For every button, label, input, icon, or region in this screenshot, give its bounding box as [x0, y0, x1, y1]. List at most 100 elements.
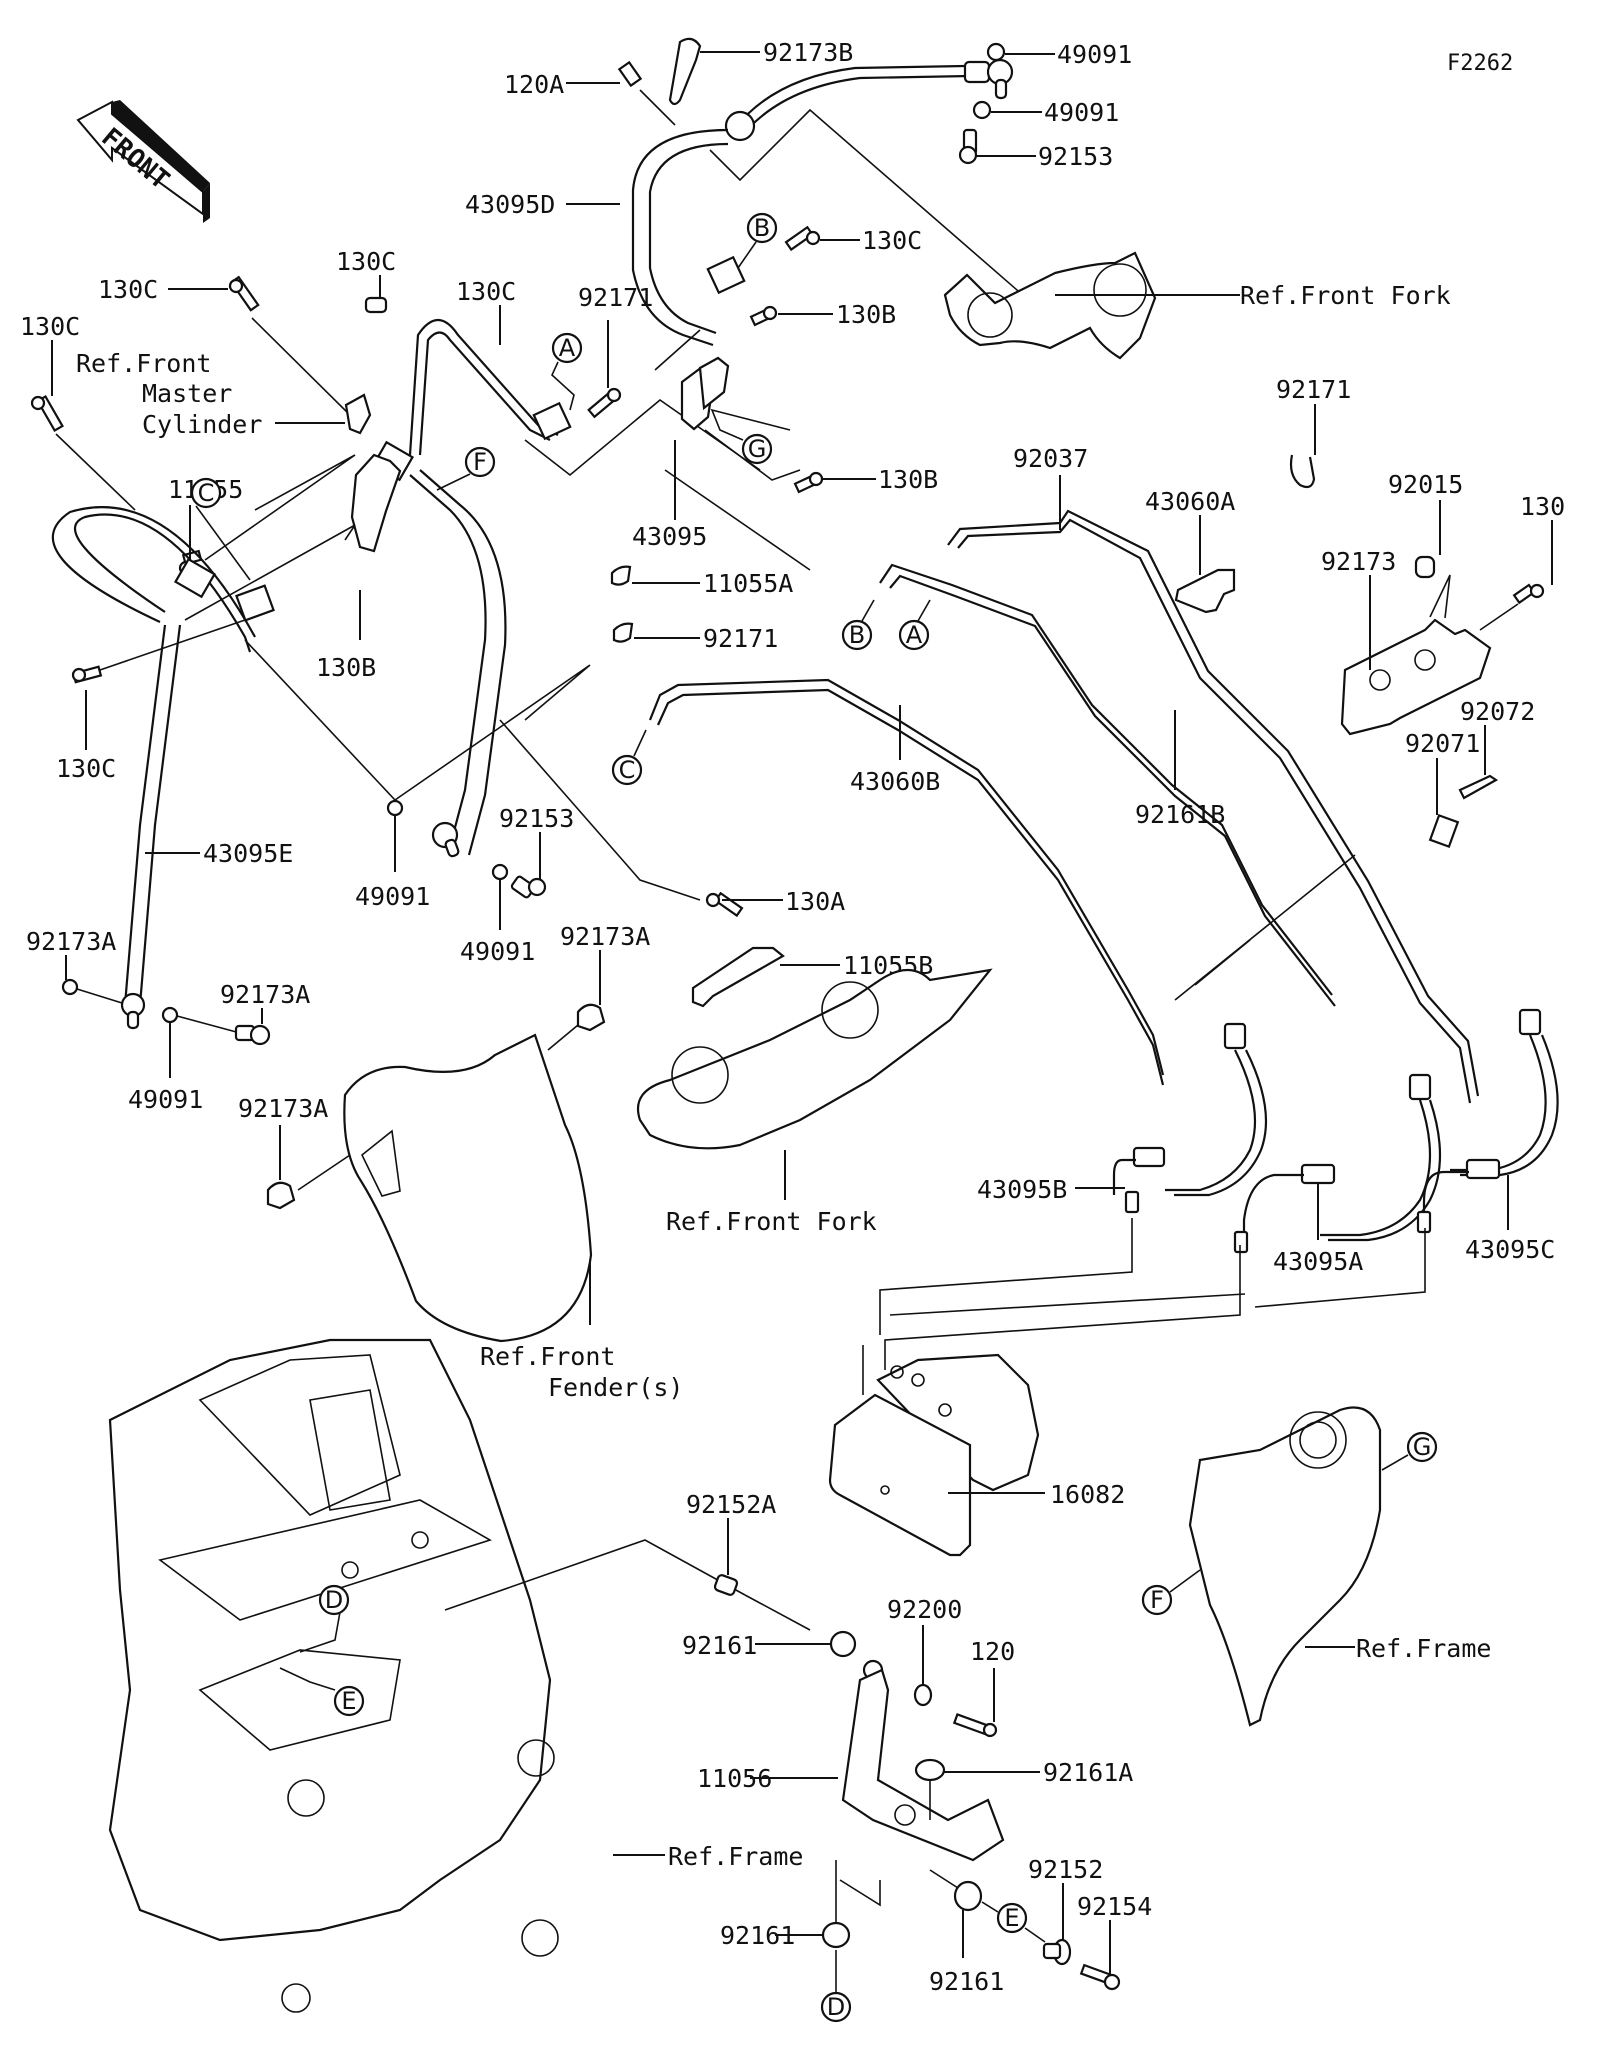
grommet-92161-lower-right: 92161	[929, 1869, 1004, 1996]
svg-text:Ref.Front: Ref.Front	[480, 1342, 615, 1371]
part-label-92161-c: 92161	[929, 1967, 1004, 1996]
tag-92071	[1428, 813, 1460, 849]
marker-F2	[1141, 1584, 1173, 1616]
banjo-bolt-92153-mid: 92153	[499, 804, 574, 899]
part-label-92152: 92152	[1028, 1855, 1103, 1884]
part-label-92161-a: 92161	[682, 1631, 757, 1660]
part-label-43060A: 92037	[1013, 444, 1088, 473]
svg-text:Master: Master	[142, 379, 232, 408]
part-label-130: 130	[1520, 492, 1565, 521]
marker-B1	[746, 212, 778, 244]
part-label-130B-a: 130B	[836, 300, 896, 329]
marker-F1	[464, 446, 496, 478]
part-label-130B-b: 130B	[878, 465, 938, 494]
clamp-plate-92173: 92173	[1321, 547, 1492, 736]
part-label-92173B: 92173B	[763, 38, 853, 67]
marker-D1	[318, 1584, 350, 1616]
part-label-130C-c: 130C	[20, 312, 80, 341]
clamp-92173A-upper: 92173A	[547, 922, 650, 1051]
ref-frame-left: Ref.Frame	[668, 1842, 803, 1871]
part-label-92173A-b: 92173A	[238, 1094, 328, 1123]
svg-text:A: A	[559, 334, 576, 362]
washer-49091-mid-left	[386, 799, 404, 817]
marker-G2	[1406, 1431, 1438, 1463]
part-label-130C-e: 130C	[56, 754, 116, 783]
clamp-92173A-lower: 92173A	[238, 1094, 351, 1210]
svg-text:Cylinder: Cylinder	[142, 410, 262, 439]
part-label-92161B: 43060A	[1145, 487, 1235, 516]
hose-43095E: 43095E	[51, 506, 293, 1006]
part-label-92200: 92200	[887, 1595, 962, 1624]
marker-A1	[551, 332, 583, 364]
pipe-43060A: 92037	[947, 444, 1480, 1104]
block-92161B	[1174, 568, 1236, 614]
washer-49091-left-2	[161, 1006, 179, 1024]
banjo-bolt-92153-left: 92173A	[220, 980, 310, 1046]
front-fork-upper-bracket: Ref.Front Fork	[943, 251, 1451, 360]
bolt-130C-left-lower: 130C	[56, 619, 246, 783]
washer-49091-left	[61, 978, 79, 996]
marker-B2	[841, 619, 873, 651]
part-label-130C-b: 130C	[98, 275, 158, 304]
part-label-92161-b: 92161	[720, 1921, 795, 1950]
pipe-43060B: 43060B	[648, 678, 1165, 1086]
front-arrow-icon: FRONT	[76, 100, 210, 223]
marker-G1	[741, 433, 773, 465]
bracket-11055A: 130B	[316, 453, 402, 682]
bolt-130C-near-a: 92171	[578, 283, 653, 419]
ref-front-fork-lower: Ref.Front Fork	[666, 1207, 877, 1236]
part-label-92153-c: 92173A	[220, 980, 310, 1009]
bolt-130C-master: 130C	[98, 275, 356, 421]
joint-block-b	[706, 255, 746, 295]
svg-text:E: E	[341, 1687, 356, 1715]
hose-43095D	[631, 128, 729, 347]
part-label-92072: 92072	[1460, 697, 1535, 726]
part-label-92152A: 92152A	[686, 1490, 776, 1519]
bracket-11056: 11056	[697, 1668, 1005, 1862]
hose-43095	[408, 318, 559, 456]
svg-text:Fender(s): Fender(s)	[548, 1373, 683, 1402]
part-label-11056: 11056	[697, 1764, 772, 1793]
clip-92171-mid-a: 11055A	[610, 565, 793, 598]
clip-92072	[1458, 774, 1499, 800]
part-label-120: 120	[970, 1637, 1015, 1666]
screw-92154: 92154	[1077, 1892, 1152, 1991]
marker-E1	[333, 1685, 365, 1717]
svg-text:G: G	[1413, 1433, 1432, 1461]
part-label-92161A: 92161A	[1043, 1758, 1133, 1787]
hose-43095C: 43095C	[1416, 1008, 1559, 1264]
collar-92152A: 92152A	[686, 1490, 776, 1596]
banjo-fitting-top	[963, 58, 1014, 100]
bolt-130B-lower: 130B	[793, 465, 938, 494]
bolt-130: 130	[1479, 492, 1565, 631]
clamp-92173B: 92173B	[668, 37, 853, 106]
part-label-120A: 120A	[504, 70, 564, 99]
svg-text:E: E	[1004, 1904, 1019, 1932]
part-label-43060B: 43060B	[850, 767, 940, 796]
washer-49091-mid	[972, 100, 992, 120]
bracket-11055: 43095	[632, 356, 730, 551]
grommet-92161-lower-left: 92161	[720, 1860, 881, 1950]
part-label-92171-b: 11055A	[703, 569, 793, 598]
grommet-92161A: 92161A	[914, 1758, 1133, 1820]
part-label-92071: 92071	[1405, 729, 1480, 758]
svg-text:D: D	[827, 1993, 845, 2021]
part-label-92153-b: 92153	[499, 804, 574, 833]
marker-A2	[898, 619, 930, 651]
svg-text:F: F	[473, 448, 487, 476]
part-label-92015: 92015	[1388, 470, 1463, 499]
part-label-11055: 43095	[632, 522, 707, 551]
bolt-120: 120	[952, 1637, 1015, 1738]
washer-49091-top	[986, 42, 1006, 62]
part-label-49091-c: 49091	[355, 882, 430, 911]
part-label-43095E: 43095E	[203, 839, 293, 868]
bracket-11055B: 11055B	[691, 946, 933, 1008]
abs-unit-16082: 16082	[828, 1353, 1125, 1557]
frame-main	[108, 1338, 559, 2013]
clip-92171-mid-b: 92171	[612, 622, 778, 653]
banjo-fitting-43095	[431, 821, 460, 858]
ref-master-cylinder: Ref.Front Master Cylinder	[76, 349, 372, 439]
clip-92171-top	[364, 296, 388, 314]
part-label-43095C: 43095C	[1465, 1235, 1555, 1264]
